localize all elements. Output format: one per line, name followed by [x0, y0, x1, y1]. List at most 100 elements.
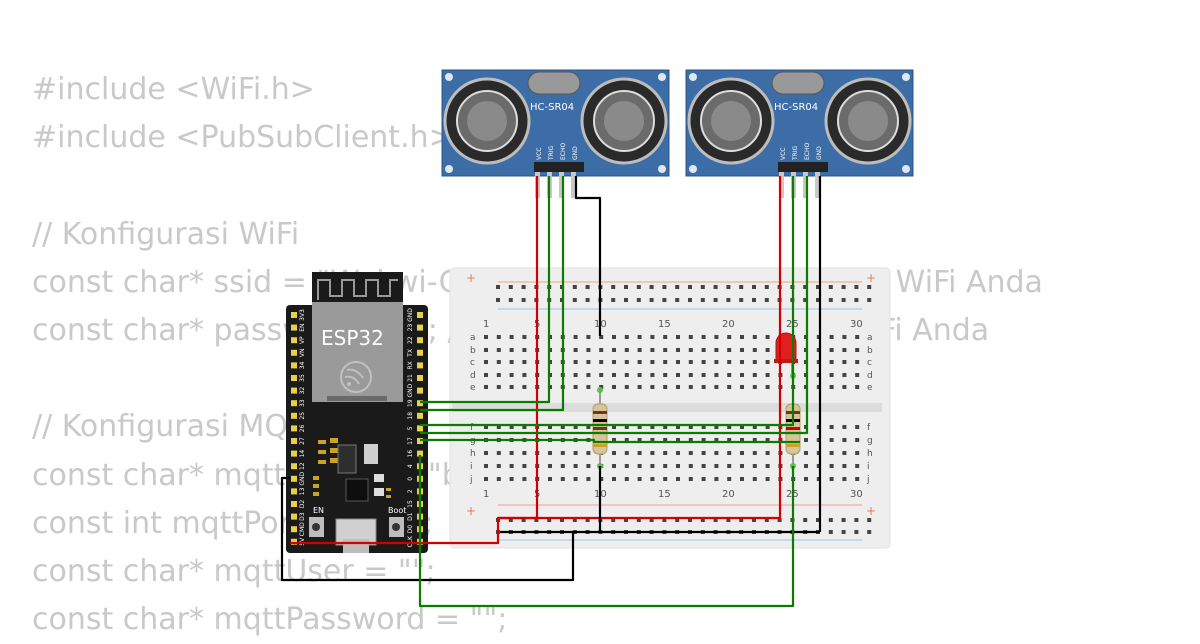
column-number: 20: [722, 319, 735, 330]
esp32-pin-label: 5: [407, 426, 414, 430]
esp32-pin-label: D0: [407, 525, 414, 534]
esp32-pin-label: 23: [407, 324, 414, 332]
esp32-pin[interactable]: [417, 349, 423, 356]
esp32-pin-label: D1: [407, 512, 414, 521]
circuit-diagram: + + + + 1 5 10 15 20 25 30 1 5 10 15 20 …: [280, 69, 914, 608]
en-button[interactable]: [309, 517, 324, 537]
plus-mark: +: [466, 271, 476, 285]
plus-mark: +: [466, 504, 476, 518]
row-letter: j: [469, 475, 473, 485]
esp32-pin[interactable]: [291, 312, 297, 318]
esp32-pin[interactable]: [417, 400, 423, 407]
plus-mark: +: [866, 271, 876, 285]
esp32-pin[interactable]: [291, 450, 297, 457]
esp32-pin[interactable]: [291, 362, 297, 369]
plus-mark: +: [866, 504, 876, 518]
sensor-pin-label: ECHO: [804, 143, 811, 160]
esp32-label: ESP32: [321, 326, 384, 350]
esp32-pin[interactable]: [291, 526, 297, 533]
row-letter: i: [470, 462, 473, 472]
esp32-pin[interactable]: [291, 425, 297, 432]
esp32-pin-label: 18: [407, 412, 414, 420]
esp32-pin-label: 35: [299, 374, 306, 382]
esp32-pin[interactable]: [291, 475, 297, 482]
row-letter: f: [867, 423, 871, 433]
esp32-pin[interactable]: [417, 387, 423, 394]
esp32-pin[interactable]: [291, 400, 297, 407]
sensor-pin-label: VCC: [536, 148, 543, 160]
esp32-pin-label: 26: [299, 424, 306, 432]
esp32-pin-label: 5V: [299, 537, 306, 546]
esp32-pin[interactable]: [417, 362, 423, 369]
esp32-pin[interactable]: [417, 412, 423, 419]
row-letter: c: [867, 358, 872, 368]
code-line: const char* mqttUser = "";: [32, 553, 436, 589]
esp32-pin[interactable]: [417, 425, 423, 432]
row-letter: h: [867, 449, 873, 459]
esp32-pin[interactable]: [291, 513, 297, 520]
sensor-pin-label: GND: [572, 146, 579, 160]
wire-black: [280, 476, 575, 582]
row-letter: b: [867, 346, 873, 356]
esp32-pin-label: 4: [407, 464, 414, 468]
esp32-pin[interactable]: [417, 450, 423, 457]
row-letter: e: [470, 383, 476, 393]
wire-green: [420, 176, 795, 427]
esp32-pin-label: 19: [407, 399, 414, 407]
ultrasonic-sensor-1[interactable]: HC-SR04 VCC TRIG ECHO GND: [441, 69, 670, 198]
esp32-pin[interactable]: [417, 337, 423, 344]
column-number: 15: [658, 489, 671, 500]
esp32-pin-label: 25: [299, 412, 306, 420]
esp32-pin-label: 27: [299, 437, 306, 445]
esp32-board[interactable]: ESP32 EN Boot: [286, 272, 428, 553]
wire-green: [420, 176, 809, 435]
ultrasonic-sensor-2[interactable]: HC-SR04 VCC TRIG ECHO GND: [685, 69, 914, 198]
esp32-pin-label: RX: [407, 361, 414, 369]
row-letter: a: [470, 333, 476, 343]
row-letter: i: [867, 462, 870, 472]
espressif-logo-icon: [340, 361, 372, 393]
column-number: 1: [483, 489, 489, 500]
esp32-pin-label: TX: [407, 349, 414, 358]
esp32-pin[interactable]: [291, 349, 297, 356]
esp32-pin[interactable]: [417, 312, 423, 318]
code-line: #include <PubSubClient.h>: [32, 120, 454, 156]
column-number: 30: [850, 489, 863, 500]
row-letter: g: [867, 436, 873, 446]
esp32-pin-label: 13: [299, 487, 306, 495]
esp32-pin[interactable]: [291, 387, 297, 394]
esp32-pin-label: 3V3: [299, 309, 306, 321]
esp32-pin[interactable]: [417, 324, 423, 331]
wire-green: [420, 176, 551, 404]
esp32-pin[interactable]: [291, 538, 297, 545]
esp32-pin[interactable]: [291, 324, 297, 331]
code-line: // Konfigurasi WiFi: [32, 216, 300, 252]
column-number: 1: [483, 319, 489, 330]
esp32-pin-label: VP: [299, 336, 306, 344]
esp32-pin[interactable]: [291, 488, 297, 495]
column-number: 15: [658, 319, 671, 330]
esp32-pin-label: D2: [299, 500, 306, 509]
esp32-pin-label: D3: [299, 512, 306, 521]
esp32-pin-label: 14: [299, 450, 306, 458]
row-letter: b: [470, 346, 476, 356]
esp32-pin-label: EN: [299, 323, 306, 331]
esp32-pin[interactable]: [291, 412, 297, 419]
boot-button-label: Boot: [388, 506, 406, 515]
boot-button[interactable]: [389, 517, 404, 537]
wire-green: [420, 176, 565, 412]
esp32-pin[interactable]: [291, 375, 297, 381]
esp32-pin[interactable]: [291, 463, 297, 470]
esp32-pin[interactable]: [291, 501, 297, 507]
esp32-pin-label: GND: [407, 383, 414, 397]
esp32-pin-label: 22: [407, 336, 414, 344]
esp32-pin[interactable]: [291, 337, 297, 344]
esp32-pin-label: GND: [299, 472, 306, 486]
esp32-pin[interactable]: [291, 438, 297, 444]
esp32-pin-label: 2: [407, 489, 414, 493]
sensor-pin-label: VCC: [780, 148, 787, 160]
esp32-pin[interactable]: [417, 375, 423, 381]
esp32-pin-label: 21: [407, 374, 414, 382]
row-letter: j: [866, 475, 870, 485]
row-letter: a: [867, 333, 873, 343]
